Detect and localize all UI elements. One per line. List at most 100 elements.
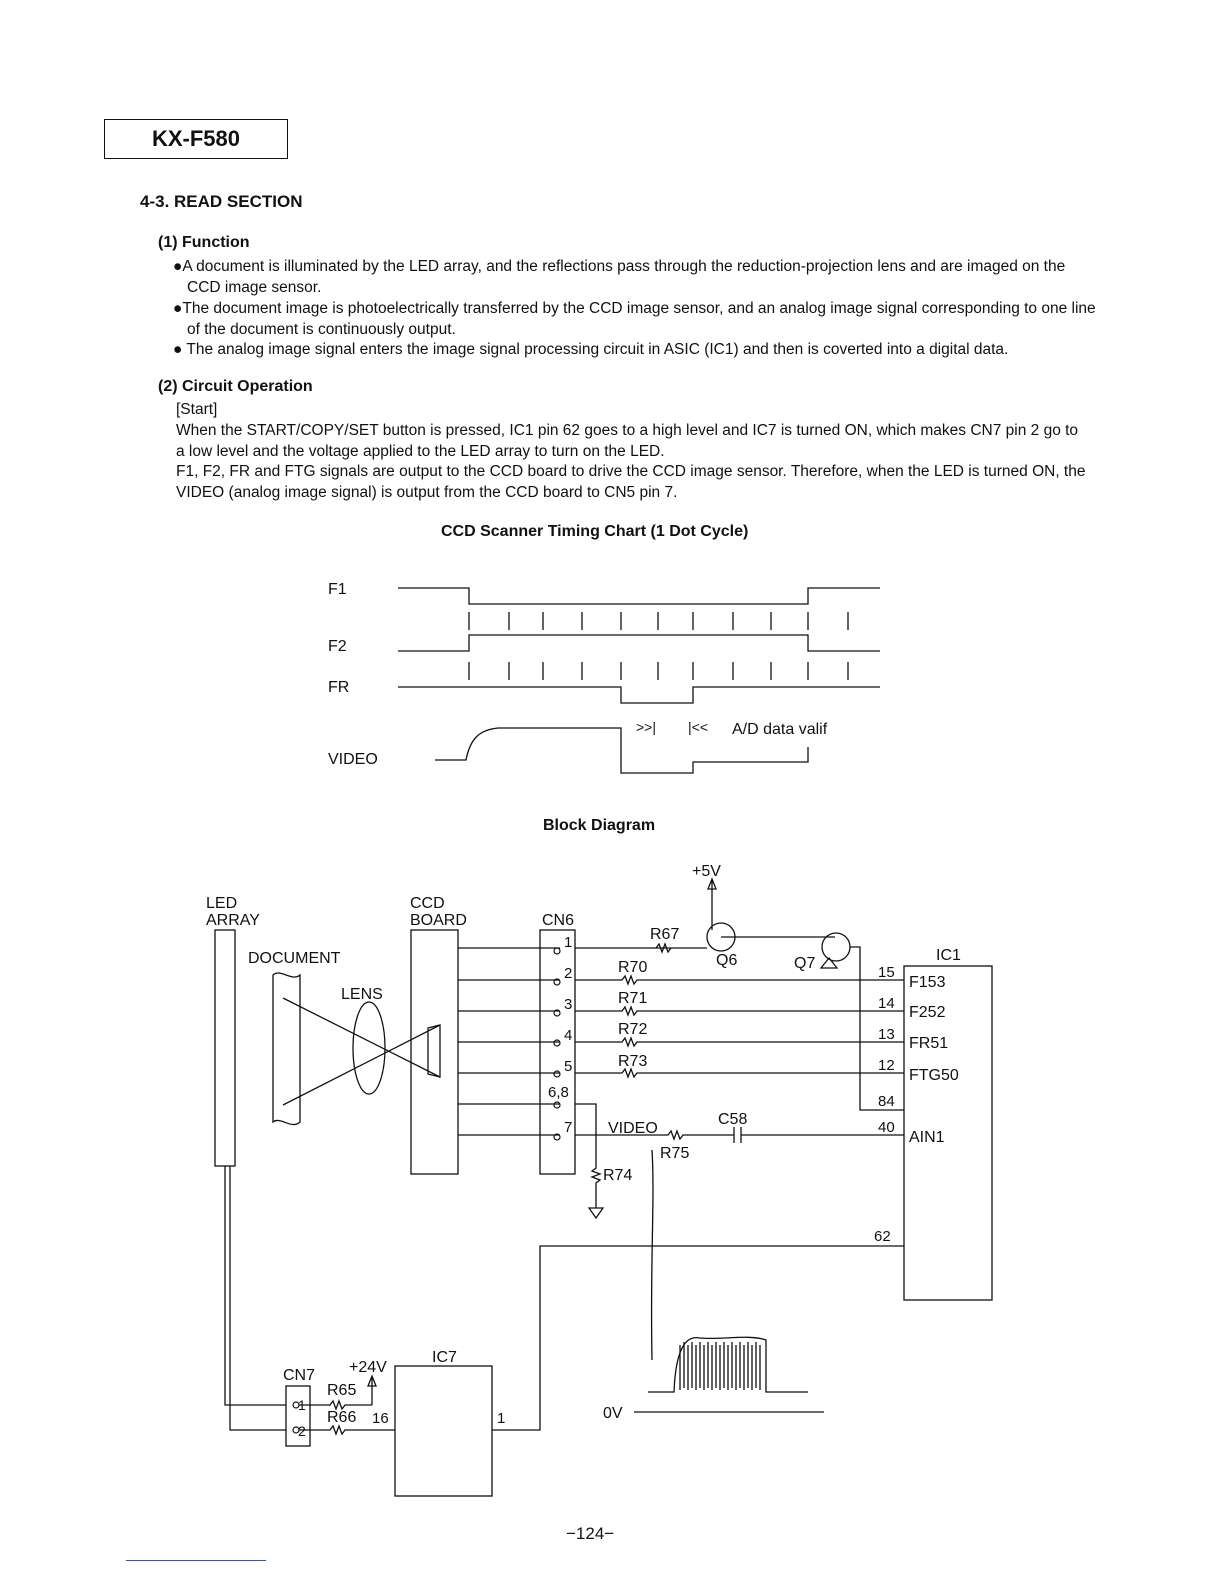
plus24v-rail: [367, 1374, 377, 1405]
page-number: −124−: [566, 1524, 615, 1543]
ic7-pin: 16: [372, 1410, 389, 1427]
section-title: 4-3. READ SECTION: [140, 192, 303, 211]
cn6-pin: 7: [564, 1119, 572, 1136]
r72-label: R72: [618, 1021, 647, 1038]
signal-label-fr: FR: [328, 679, 349, 696]
model-label: KX-F580: [104, 119, 288, 159]
video-scope-trace: [648, 1336, 808, 1393]
function-bullet: ●The document image is photoelectrically…: [173, 300, 1096, 338]
r65-line: [299, 1399, 372, 1411]
cn6-pin: 4: [564, 1027, 572, 1044]
ic1-signal: FTG50: [909, 1067, 959, 1084]
line-f1: [575, 974, 904, 986]
q7-ground: [819, 956, 839, 969]
array-label: ARRAY: [206, 912, 260, 929]
c58-label: C58: [718, 1111, 747, 1128]
cn7-pin: 2: [298, 1423, 306, 1439]
cn7-label: CN7: [283, 1367, 315, 1384]
zero-v-label: 0V: [603, 1405, 623, 1422]
line-fr: [575, 1036, 904, 1048]
ccd-sensor: [427, 1024, 441, 1078]
circuit-paragraph: When the START/COPY/SET button is presse…: [176, 422, 1079, 460]
f1-waveform: [398, 587, 880, 605]
arrow-left-label: >>|: [636, 719, 656, 735]
document-sheet: [272, 972, 301, 1126]
ic1-pin: 40: [878, 1119, 895, 1136]
ic1-box: [903, 965, 993, 1301]
r74-label: R74: [603, 1167, 632, 1184]
signal-label-video: VIDEO: [328, 751, 378, 768]
tick-row-2: [468, 662, 849, 680]
fr-waveform: [398, 686, 880, 704]
line-f2: [575, 1005, 904, 1017]
r67-label: R67: [650, 926, 679, 943]
start-label: [Start]: [176, 401, 218, 418]
ic1-pin: 14: [878, 995, 895, 1012]
cn6-pin: 3: [564, 996, 572, 1013]
q7-collector-wire: [850, 946, 904, 1111]
r65-label: R65: [327, 1382, 356, 1399]
cn6-box: [539, 929, 576, 1175]
r75-label: R75: [660, 1145, 689, 1162]
lens-label: LENS: [341, 986, 383, 1003]
f2-waveform: [398, 634, 880, 652]
video-waveform: [435, 727, 809, 774]
document-label: DOCUMENT: [248, 950, 341, 967]
probe-line: [650, 1149, 654, 1361]
ground-symbol: [587, 1207, 605, 1220]
plus24v-label: +24V: [349, 1359, 387, 1376]
ic1-pin: 84: [878, 1093, 895, 1110]
footer-rule: [126, 1560, 266, 1561]
q7-transistor: [821, 932, 851, 962]
cn7-box: [285, 1385, 311, 1447]
tick-row-1: [468, 612, 849, 630]
cn6-pin: 1: [564, 934, 572, 951]
ic7-pin: 1: [497, 1410, 505, 1427]
ic1-pin: 62: [874, 1228, 891, 1245]
signal-label-f2: F2: [328, 638, 347, 655]
circuit-heading: (2) Circuit Operation: [158, 378, 313, 395]
board-label: BOARD: [410, 912, 467, 929]
optical-path: [282, 997, 441, 1106]
video-scope-fill: [679, 1342, 761, 1390]
block-diagram-caption: Block Diagram: [543, 817, 656, 834]
video-label: VIDEO: [608, 1120, 658, 1137]
pin62-line: [492, 1245, 904, 1431]
function-heading: (1) Function: [158, 234, 250, 251]
ic1-label: IC1: [936, 947, 961, 964]
cn6-label: CN6: [542, 912, 574, 929]
block-diagram: LED ARRAY DOCUMENT LENS CCD BOARD CN6 1 …: [206, 863, 993, 1497]
function-bullet: ●A document is illuminated by the LED ar…: [173, 258, 1066, 296]
r73-label: R73: [618, 1053, 647, 1070]
lens-shape: [352, 1001, 386, 1095]
ccd-cn6-wires: [458, 947, 560, 1136]
led-array-box: [214, 929, 236, 1167]
r67-resistor: [655, 942, 672, 954]
plus5v-rail: [707, 877, 717, 930]
circuit-paragraph: F1, F2, FR and FTG signals are output to…: [176, 463, 1086, 501]
ccd-label: CCD: [410, 895, 445, 912]
ic1-signal: F252: [909, 1004, 946, 1021]
q6-wires: [575, 936, 835, 949]
q7-label: Q7: [794, 955, 815, 972]
r71-label: R71: [618, 990, 647, 1007]
ic1-signal: AIN1: [909, 1129, 945, 1146]
function-bullet: ● The analog image signal enters the ima…: [173, 341, 1009, 358]
video-line: [575, 1127, 904, 1143]
arrow-right-label: |<<: [688, 719, 708, 735]
q6-label: Q6: [716, 952, 737, 969]
ad-annotation: A/D data valif: [732, 721, 828, 738]
ic7-box: [394, 1365, 493, 1497]
led-cn7-wires: [224, 1166, 286, 1431]
ic1-pin: 12: [878, 1057, 895, 1074]
timing-chart-caption: CCD Scanner Timing Chart (1 Dot Cycle): [441, 523, 749, 540]
led-label: LED: [206, 895, 237, 912]
plus5v-label: +5V: [692, 863, 721, 880]
ic7-label: IC7: [432, 1349, 457, 1366]
r74-branch: [575, 1103, 602, 1208]
ic1-signal: FR51: [909, 1035, 948, 1052]
r66-line: [299, 1424, 395, 1436]
ccd-board-box: [410, 929, 459, 1175]
timing-chart: F1 F2 FR VIDEO >>| |<< A/D data valif: [328, 581, 880, 774]
r70-label: R70: [618, 959, 647, 976]
